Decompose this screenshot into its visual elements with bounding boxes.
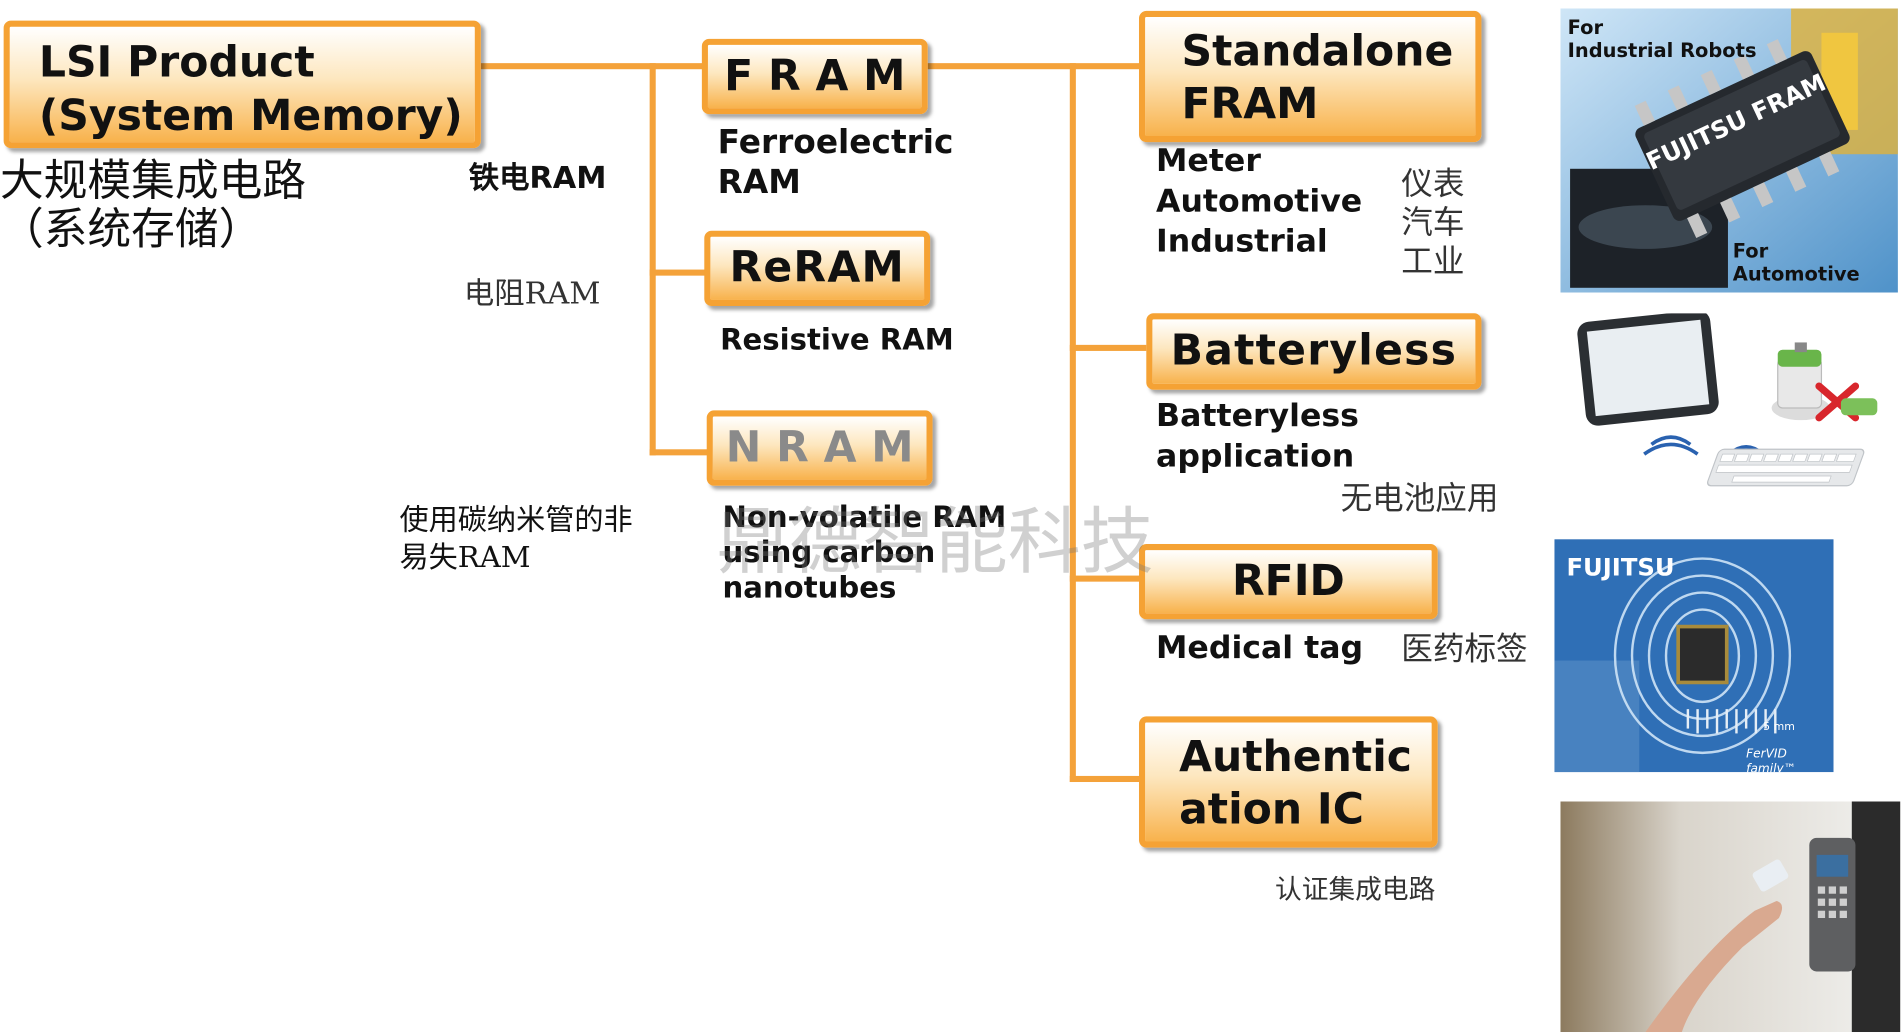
chip-top-label: For Industrial Robots — [1567, 15, 1757, 62]
tablet-keyboard-icon — [1564, 313, 1895, 508]
nram-box: N R A M — [706, 410, 933, 486]
connector-authentication — [1069, 775, 1140, 783]
authentication-label: Authentic ation IC — [1179, 733, 1412, 835]
connector-root-fram — [480, 63, 705, 70]
rfid-tag-illustration: FUJITSU 5 mm FerVID family™ — [1554, 539, 1834, 773]
chip-bottom-label: For Automotive — [1732, 239, 1860, 286]
fram-box: F R A M — [701, 38, 928, 115]
root-cn-label: 大规模集成电路 （系统存储） — [0, 156, 307, 256]
fram-cn-label: 铁电RAM — [468, 160, 607, 196]
connector-rfid — [1069, 575, 1140, 582]
connector-nram — [649, 449, 708, 456]
nram-label: N R A M — [725, 423, 914, 473]
rfid-family: FerVID family™ — [1746, 748, 1796, 773]
nram-desc: Non-volatile RAM using carbon nanotubes — [722, 500, 1007, 605]
reram-cn: 电阻RAM — [463, 275, 601, 311]
batteryless-illustration — [1564, 313, 1895, 508]
card-reader-photo — [1560, 801, 1901, 1033]
nram-cn-label: 使用碳纳米管的非 易失RAM — [399, 502, 633, 575]
standalone-box: Standalone FRAM — [1139, 10, 1482, 143]
batteryless-apps: Batteryless application — [1156, 398, 1359, 475]
connector-tech-trunk — [649, 63, 656, 456]
standalone-label: Standalone FRAM — [1181, 27, 1454, 129]
fram-label: F R A M — [724, 52, 906, 101]
standalone-apps: Meter Automotive Industrial — [1156, 143, 1363, 260]
rfid-icon — [1554, 539, 1834, 773]
watermark-text: 鼎德智能科技 — [716, 500, 1154, 586]
batteryless-cn-label: 无电池应用 — [1340, 480, 1499, 518]
fram-chip-illustration: FUJITSU FRAM For Industrial Robots For A… — [1560, 8, 1898, 293]
rfid-brand: FUJITSU — [1566, 552, 1675, 582]
connector-reram — [649, 269, 706, 276]
rfid-label: RFID — [1231, 557, 1345, 606]
connector-product-trunk — [1069, 63, 1076, 783]
reram-box: ReRAM — [704, 230, 931, 307]
standalone-cn-label: 仪表 汽车 工业 — [1401, 166, 1465, 281]
rfid-cn-label: 医药标签 — [1401, 631, 1528, 668]
connector-fram-products — [927, 63, 1140, 70]
batteryless-label: Batteryless — [1170, 326, 1458, 376]
batteryless-box: Batteryless — [1146, 313, 1482, 390]
root-label: LSI Product (System Memory) — [38, 38, 463, 141]
rfid-box: RFID — [1139, 544, 1438, 620]
root-box: LSI Product (System Memory) — [3, 20, 481, 149]
authentication-cn-label: 认证集成电路 — [1275, 875, 1436, 906]
fram-desc: Ferroelectric RAM — [717, 123, 954, 202]
connector-batteryless — [1069, 344, 1147, 351]
rfid-apps: Medical tag — [1156, 630, 1364, 667]
reram-desc: Resistive RAM — [720, 323, 954, 358]
card-reader-icon — [1560, 801, 1901, 1033]
rfid-scale: 5 mm — [1763, 721, 1795, 734]
chip-icon: FUJITSU FRAM — [1560, 8, 1898, 293]
authentication-box: Authentic ation IC — [1139, 716, 1438, 848]
reram-label: ReRAM — [729, 244, 905, 293]
